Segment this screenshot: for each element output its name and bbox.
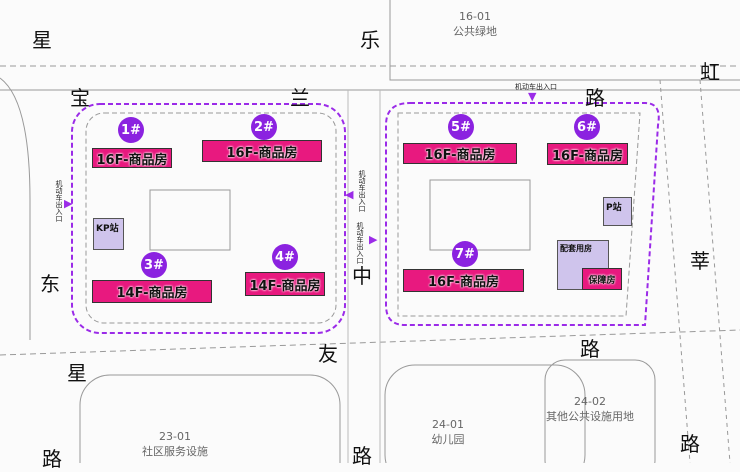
road-label: 路 bbox=[42, 447, 62, 471]
affordable-housing[interactable]: 保障房 bbox=[582, 268, 622, 290]
building-3-badge[interactable]: 3# bbox=[141, 252, 167, 278]
parcel-use: 公共绿地 bbox=[453, 25, 497, 38]
entrance-arrow-icon: ▼ bbox=[528, 90, 537, 103]
building-7-label[interactable]: 16F-商品房 bbox=[403, 269, 524, 292]
parcel-24-01: 24-01 幼儿园 bbox=[418, 418, 478, 447]
site-boundary-east bbox=[385, 102, 660, 326]
road-label: 乐 bbox=[360, 28, 380, 52]
road-label: 虹 bbox=[700, 60, 720, 84]
parcel-code: 23-01 bbox=[159, 430, 191, 443]
entrance-arrow-icon: ▶ bbox=[369, 233, 378, 246]
road-label: 莘 bbox=[690, 249, 710, 273]
building-3-label[interactable]: 14F-商品房 bbox=[92, 280, 212, 303]
building-5-label[interactable]: 16F-商品房 bbox=[403, 143, 517, 164]
road-label: 东 bbox=[40, 272, 60, 296]
vehicle-entrance-north: 机动车出入口 bbox=[515, 83, 557, 91]
building-7-badge[interactable]: 7# bbox=[452, 241, 478, 267]
building-1-label[interactable]: 16F-商品房 bbox=[92, 148, 172, 168]
p-station[interactable]: P站 bbox=[603, 197, 632, 226]
road-label: 路 bbox=[680, 432, 700, 456]
building-4-badge[interactable]: 4# bbox=[272, 244, 298, 270]
road-label: 兰 bbox=[290, 86, 310, 110]
entrance-arrow-icon: ▶ bbox=[64, 197, 73, 210]
road-label: 路 bbox=[352, 444, 372, 468]
building-1-badge[interactable]: 1# bbox=[118, 117, 144, 143]
parcel-use: 社区服务设施 bbox=[142, 445, 208, 458]
vehicle-entrance-mid-south: 机动车出入口 bbox=[356, 222, 364, 264]
parcel-23-01: 23-01 社区服务设施 bbox=[135, 430, 215, 459]
road-label: 星 bbox=[67, 361, 87, 385]
building-2-label[interactable]: 16F-商品房 bbox=[202, 140, 322, 162]
building-6-label[interactable]: 16F-商品房 bbox=[547, 143, 628, 165]
parcel-code: 24-01 bbox=[432, 418, 464, 431]
parcel-use: 幼儿园 bbox=[431, 433, 465, 446]
building-5-badge[interactable]: 5# bbox=[448, 114, 474, 140]
road-label: 中 bbox=[352, 264, 372, 288]
vehicle-entrance-west: 机动车出入口 bbox=[55, 180, 63, 222]
parcel-24-02: 24-02 其他公共设施用地 bbox=[540, 395, 640, 424]
parcel-16-01: 16-01 公共绿地 bbox=[440, 10, 510, 39]
building-2-badge[interactable]: 2# bbox=[251, 114, 277, 140]
building-6-badge[interactable]: 6# bbox=[574, 114, 600, 140]
vehicle-entrance-mid-north: 机动车出入口 bbox=[358, 170, 366, 212]
building-4-label[interactable]: 14F-商品房 bbox=[245, 272, 325, 296]
entrance-arrow-icon: ◀ bbox=[345, 188, 354, 201]
road-label: 友 bbox=[318, 342, 338, 366]
parcel-use: 其他公共设施用地 bbox=[546, 410, 634, 423]
kp-station[interactable]: KP站 bbox=[93, 218, 124, 250]
road-label: 路 bbox=[580, 337, 600, 361]
green-parcel-outline bbox=[389, 0, 740, 81]
road-label: 路 bbox=[585, 86, 605, 110]
road-label: 宝 bbox=[70, 86, 90, 110]
parcel-code: 24-02 bbox=[574, 395, 606, 408]
parcel-code: 16-01 bbox=[459, 10, 491, 23]
road-label: 星 bbox=[32, 28, 52, 52]
site-boundary-west bbox=[71, 103, 346, 334]
